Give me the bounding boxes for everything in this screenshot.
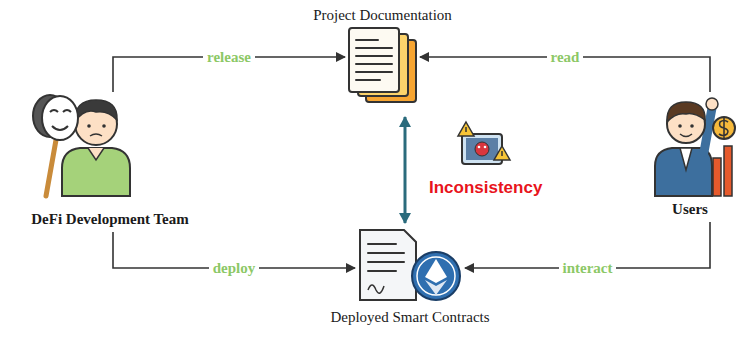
edge-label: read [547,48,584,66]
user-icon [655,98,735,196]
edge-label: interact [559,259,617,277]
warning-icon [458,122,510,164]
node-label: Deployed Smart Contracts [330,308,489,326]
contract-icon [360,230,460,300]
double-arrow [404,117,407,223]
node-label: Project Documentation [313,6,452,24]
edge-label: deploy [209,259,260,277]
documentation-node: Project Documentation [345,28,420,112]
users-node: Users [645,92,735,222]
edge-label: release [203,48,255,66]
inconsistency-label: Inconsistency [425,179,546,197]
developer-icon [33,95,130,196]
node-label: Users [672,200,708,218]
node-label: DeFi Development Team [31,210,188,228]
team-node: DeFi Development Team [10,92,210,232]
contracts-node: Deployed Smart Contracts [355,228,465,302]
documents-icon [349,28,416,102]
